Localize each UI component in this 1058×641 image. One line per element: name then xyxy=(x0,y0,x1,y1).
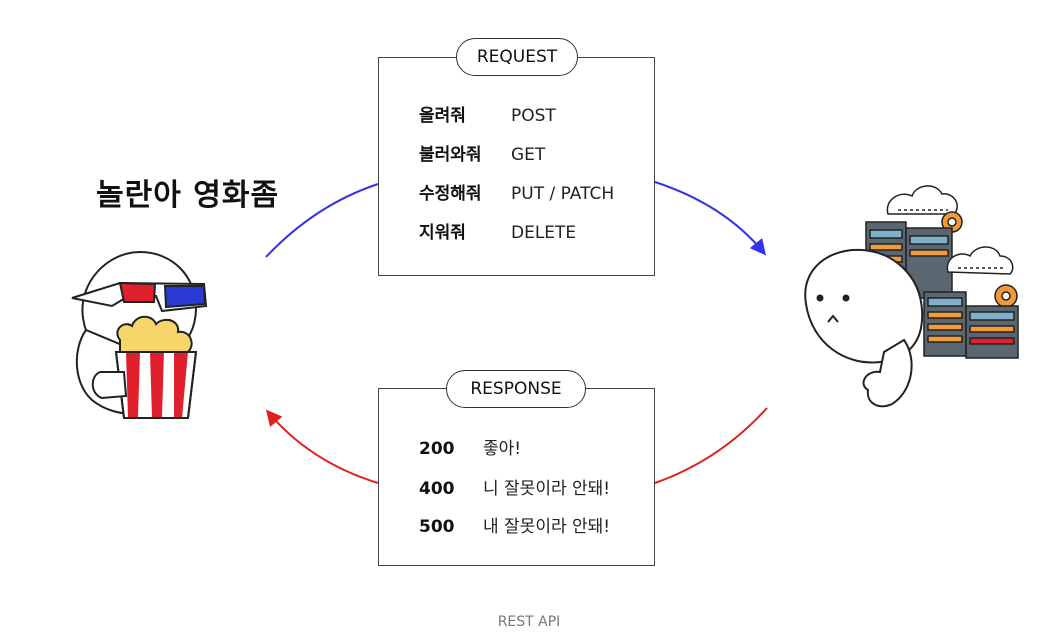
response-row: 500 내 잘못이라 안돼! xyxy=(419,512,610,537)
request-row: 올려줘 POST xyxy=(419,101,556,126)
request-korean: 지워줘 xyxy=(419,223,466,243)
response-meaning: 내 잘못이라 안돼! xyxy=(483,517,611,537)
request-korean: 수정해줘 xyxy=(419,184,482,204)
figure-caption: REST API xyxy=(497,614,561,630)
request-row: 수정해줘 PUT / PATCH xyxy=(419,179,614,204)
response-code: 200 xyxy=(419,439,455,459)
request-method: POST xyxy=(511,106,556,126)
request-title: REQUEST xyxy=(456,38,578,76)
client-character xyxy=(71,250,208,419)
response-row: 200 좋아! xyxy=(419,434,521,459)
request-method: GET xyxy=(511,145,546,165)
request-method: DELETE xyxy=(511,223,577,243)
request-korean: 올려줘 xyxy=(419,106,466,126)
response-row: 400 니 잘못이라 안돼! xyxy=(419,474,610,499)
response-meaning: 니 잘못이라 안돼! xyxy=(483,479,611,499)
response-code: 500 xyxy=(419,517,455,537)
server-character xyxy=(804,248,924,408)
response-arrow-right xyxy=(654,407,768,484)
request-method: PUT / PATCH xyxy=(511,184,615,204)
response-box: 200 좋아! 400 니 잘못이라 안돼! 500 내 잘못이라 안돼! xyxy=(378,388,655,566)
request-box: 올려줘 POST 불러와줘 GET 수정해줘 PUT / PATCH 지워줘 DELET… xyxy=(378,57,655,276)
response-code: 400 xyxy=(419,479,455,499)
server-illustration xyxy=(865,185,1019,359)
request-korean: 불러와줘 xyxy=(419,145,482,165)
response-meaning: 좋아! xyxy=(483,439,522,459)
client-name: 놀란아 영화좀 xyxy=(96,178,280,213)
request-arrow-left xyxy=(265,183,379,258)
response-title: RESPONSE xyxy=(446,370,586,408)
request-row: 불러와줘 GET xyxy=(419,140,545,165)
request-row: 지워줘 DELETE xyxy=(419,218,576,243)
response-arrow-left xyxy=(265,409,379,484)
request-arrow-right xyxy=(654,181,767,256)
